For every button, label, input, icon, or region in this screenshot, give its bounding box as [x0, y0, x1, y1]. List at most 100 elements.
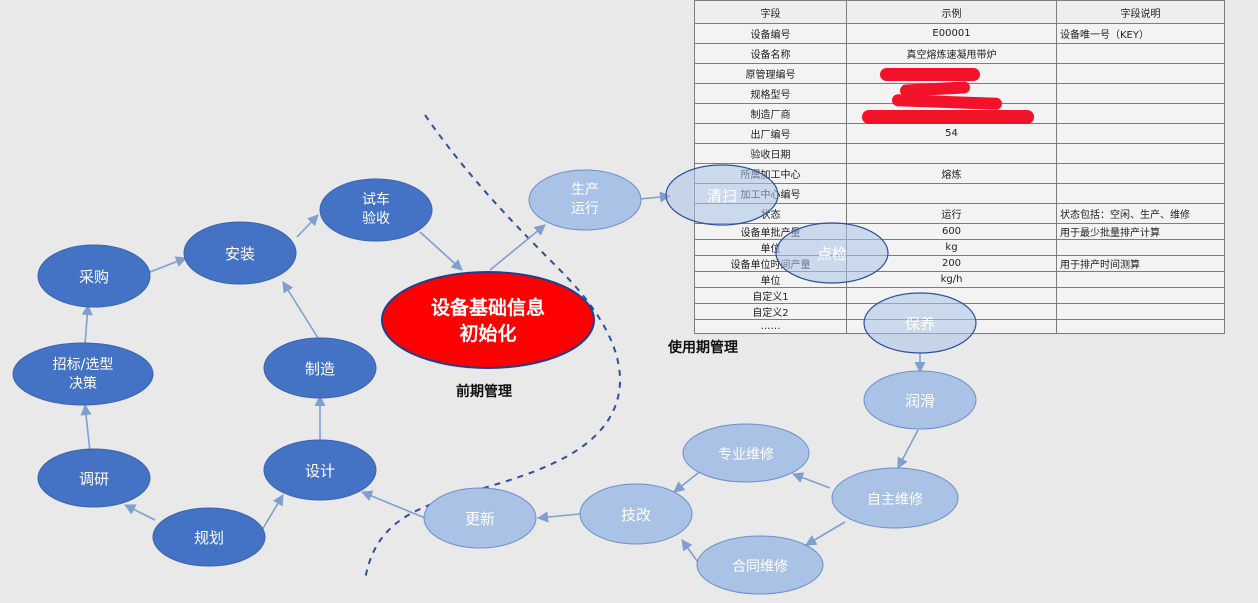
table-cell: kg — [846, 239, 1057, 256]
table-cell: 熔炼 — [846, 163, 1057, 184]
table-cell: 单位 — [694, 271, 847, 288]
table-cell — [1056, 143, 1225, 164]
table-cell — [1056, 183, 1225, 204]
table-cell: 自定义2 — [694, 303, 847, 320]
arrow-runhua-zizhu — [897, 429, 919, 469]
table-cell: 制造厂商 — [694, 103, 847, 124]
node-zizhu[interactable]: 自主维修 — [831, 467, 959, 529]
redaction-mark — [862, 110, 1034, 124]
arrow-zizhu-zhuanye — [791, 472, 831, 489]
table-cell: …… — [694, 319, 847, 334]
table-row: 所属加工中心熔炼 — [694, 163, 1225, 184]
table-cell: 状态包括：空闲、生产、维修 — [1056, 203, 1225, 224]
table-cell: 状态 — [694, 203, 847, 224]
node-center-label-2: 初始化 — [459, 322, 516, 345]
node-anzhuang[interactable]: 安装 — [183, 221, 297, 285]
node-shengchan[interactable]: 生产 运行 — [528, 169, 642, 231]
table-cell: 单位 — [694, 239, 847, 256]
arrow-caigou-anzhuang — [149, 256, 188, 273]
table-cell: 运行 — [846, 203, 1057, 224]
arrow-gengxin-sheji — [360, 490, 426, 519]
node-gengxin-label: 更新 — [465, 510, 495, 528]
table-cell — [1056, 287, 1225, 304]
node-sheji[interactable]: 设计 — [263, 439, 377, 501]
node-zhuanye[interactable]: 专业维修 — [682, 423, 810, 483]
node-gengxin[interactable]: 更新 — [423, 487, 537, 549]
table-row: 自定义2 — [694, 303, 1225, 320]
node-zhizao-label: 制造 — [305, 360, 335, 378]
node-jigai[interactable]: 技改 — [579, 483, 693, 545]
node-center-label-1: 设备基础信息 — [431, 296, 545, 319]
table-row: 状态运行状态包括：空闲、生产、维修 — [694, 203, 1225, 224]
table-cell — [1056, 63, 1225, 84]
table-cell: 设备唯一号（KEY） — [1056, 23, 1225, 44]
node-zhaobiao-label-1: 招标/选型 — [53, 357, 114, 373]
table-cell: 验收日期 — [694, 143, 847, 164]
table-cell — [1056, 271, 1225, 288]
table-cell: 设备编号 — [694, 23, 847, 44]
table-cell: 加工中心编号 — [694, 183, 847, 204]
table-cell: 规格型号 — [694, 83, 847, 104]
node-shengchan-label-2: 运行 — [571, 201, 599, 217]
arrow-hetong-jigai — [681, 539, 701, 566]
node-runhua[interactable]: 润滑 — [863, 370, 977, 430]
table-cell: 设备单批产量 — [694, 223, 847, 240]
table-cell — [846, 319, 1057, 334]
node-shiche-label-1: 试车 — [362, 191, 390, 208]
arrow-zhuanye-jigai — [673, 469, 703, 493]
node-zhaobiao[interactable]: 招标/选型 决策 — [12, 342, 154, 406]
node-shengchan-label-1: 生产 — [571, 182, 599, 198]
table-row: 设备名称真空熔炼速凝甩带炉 — [694, 43, 1225, 64]
table-header-example: 示例 — [846, 0, 1057, 24]
table-cell — [1056, 163, 1225, 184]
table-cell: 真空熔炼速凝甩带炉 — [846, 43, 1057, 64]
arrow-zhaobiao-caigou — [81, 303, 93, 346]
table-cell: 200 — [846, 255, 1057, 272]
table-row: 验收日期 — [694, 143, 1225, 164]
node-hetong[interactable]: 合同维修 — [696, 535, 824, 595]
node-zhuanye-label: 专业维修 — [718, 447, 774, 463]
table-row: 加工中心编号 — [694, 183, 1225, 204]
node-shiche-label-2: 验收 — [362, 211, 390, 227]
node-guihua[interactable]: 规划 — [152, 507, 266, 567]
table-cell — [1056, 239, 1225, 256]
table-cell: 设备单位时间产量 — [694, 255, 847, 272]
arrow-anzhuang-shiche — [296, 214, 319, 238]
node-anzhuang-label: 安装 — [225, 245, 255, 263]
table-header-desc: 字段说明 — [1056, 0, 1225, 24]
table-cell: kg/h — [846, 271, 1057, 288]
arrow-guihua-sheji — [261, 494, 284, 531]
node-caigou-label: 采购 — [79, 268, 109, 286]
table-cell: 用于最少批量排产计算 — [1056, 223, 1225, 240]
table-row: 自定义1 — [694, 287, 1225, 304]
use-stage-label: 使用期管理 — [668, 340, 738, 356]
arrow-center-shengchan — [489, 224, 546, 271]
node-center-init[interactable]: 设备基础信息 初始化 — [381, 271, 595, 369]
table-row: …… — [694, 319, 1225, 334]
table-cell: 自定义1 — [694, 287, 847, 304]
table-cell: E00001 — [846, 23, 1057, 44]
table-cell — [1056, 43, 1225, 64]
table-cell: 所属加工中心 — [694, 163, 847, 184]
arrow-diaoyan-zhaobiao — [80, 403, 92, 453]
node-shiche-yanshou[interactable]: 试车 验收 — [319, 178, 433, 242]
node-caigou[interactable]: 采购 — [37, 244, 151, 308]
node-zhizao[interactable]: 制造 — [263, 337, 377, 399]
table-cell: 出厂编号 — [694, 123, 847, 144]
node-diaoyan[interactable]: 调研 — [37, 448, 151, 508]
node-zizhu-label: 自主维修 — [867, 492, 923, 508]
table-header-row: 字段 示例 字段说明 — [694, 0, 1225, 24]
node-runhua-label: 润滑 — [905, 392, 935, 410]
redaction-mark — [880, 68, 980, 81]
node-sheji-label: 设计 — [305, 462, 335, 480]
table-cell: 600 — [846, 223, 1057, 240]
table-cell — [1056, 123, 1225, 144]
table-cell: 原管理编号 — [694, 63, 847, 84]
